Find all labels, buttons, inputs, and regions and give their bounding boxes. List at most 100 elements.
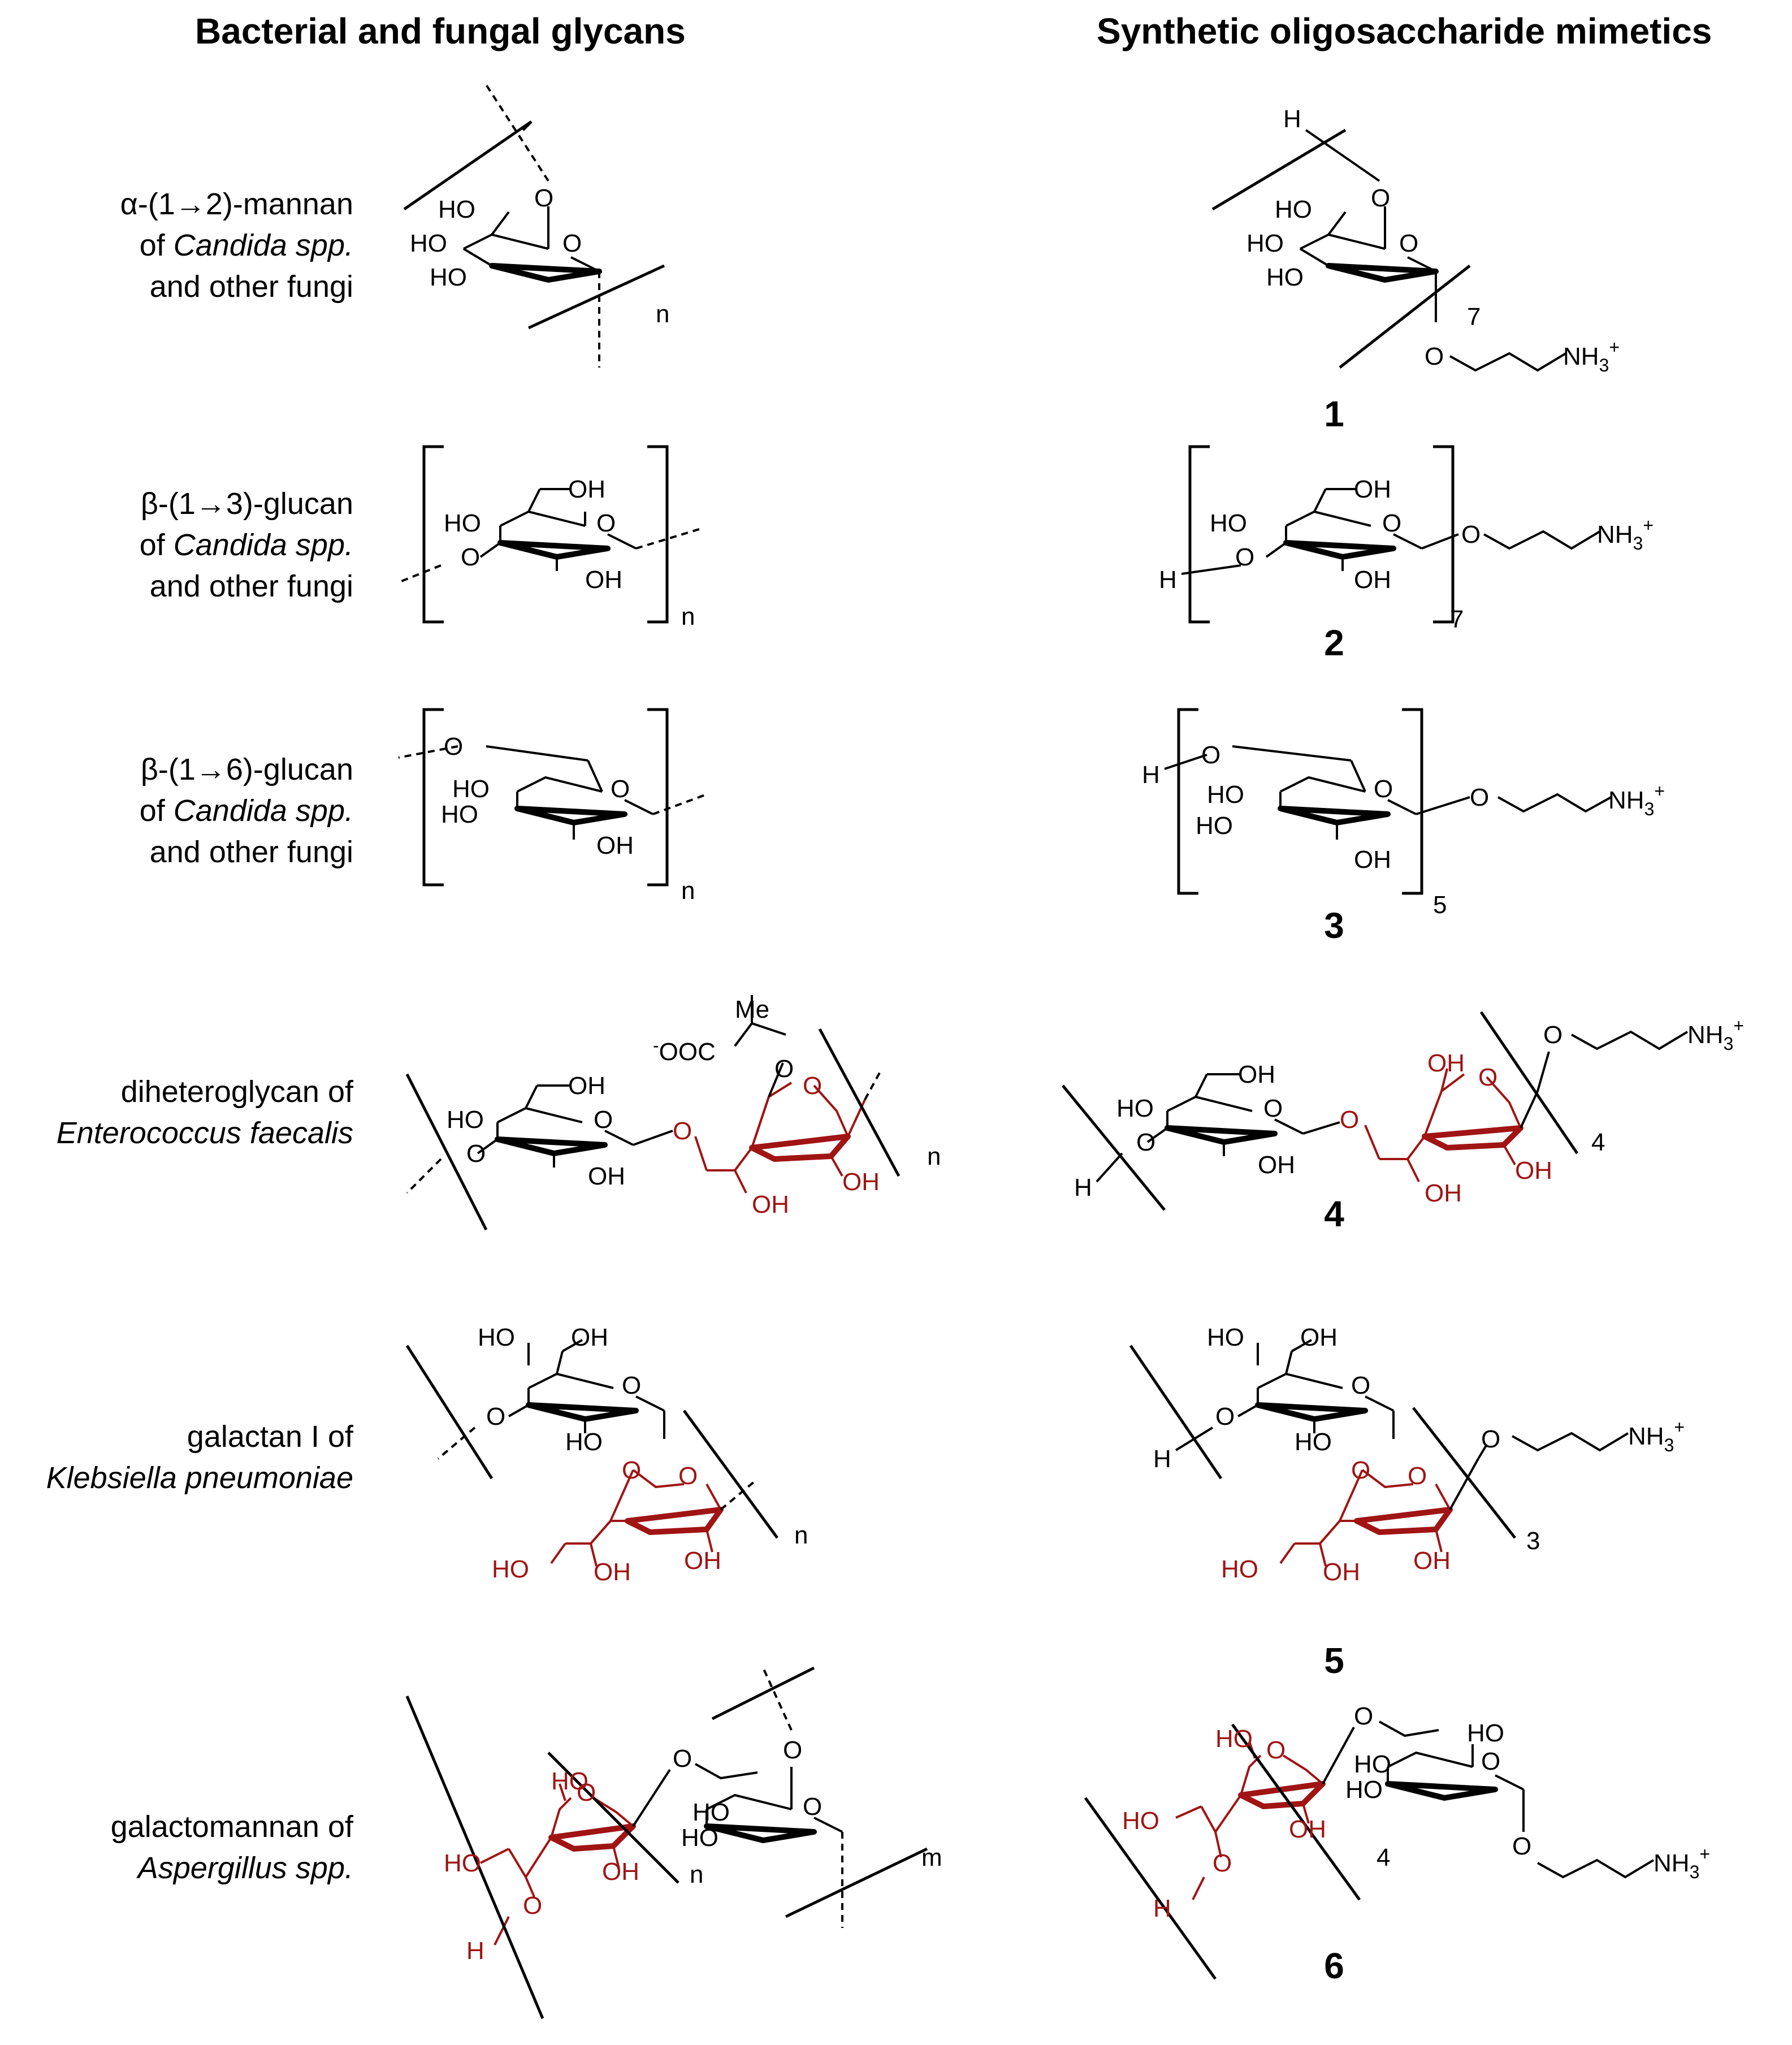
atom-label: HO bbox=[452, 775, 490, 803]
atom-label: O bbox=[803, 1793, 822, 1821]
glycan-label-galactan: galactan I of Klebsiella pneumoniae bbox=[46, 1420, 353, 1495]
atom-label: HO bbox=[1467, 1719, 1504, 1747]
mannan-structure: O O HO HO HO n bbox=[403, 84, 669, 368]
b16-glucan-structure: O O HO HO OH n bbox=[398, 708, 707, 905]
atom-label: HO bbox=[430, 263, 467, 291]
repeat-label: n bbox=[690, 1861, 703, 1888]
atom-label: OH bbox=[568, 475, 605, 503]
atom-label: O bbox=[1266, 1736, 1285, 1764]
glycan-label-galactomannan: galactomannan of Aspergillus spp. bbox=[110, 1810, 353, 1885]
atom-label: O bbox=[461, 543, 480, 571]
amine-label: NH3+ bbox=[1628, 1417, 1685, 1455]
atom-label: O bbox=[673, 1117, 692, 1145]
compound-number-6: 6 bbox=[1324, 1945, 1344, 1986]
atom-label: HO bbox=[1207, 781, 1244, 809]
galactan-structure: HO OH O O HO O O HO OH OH n bbox=[405, 1324, 808, 1586]
atom-label: O bbox=[1263, 1095, 1283, 1122]
compound-2-structure: OH O HO O H OH O NH3+ 7 bbox=[1159, 445, 1654, 633]
atom-label: O bbox=[596, 509, 616, 537]
amine-label: NH3+ bbox=[1597, 515, 1654, 554]
atom-label: OH bbox=[842, 1168, 880, 1196]
atom-label: O bbox=[622, 1456, 641, 1484]
atom-label: O bbox=[466, 1140, 486, 1168]
atom-label: O bbox=[803, 1072, 822, 1100]
galactomannan-structure: HO HO O O H OH O O O HO HO n m bbox=[405, 1666, 942, 2019]
amine-label: NH3+ bbox=[1654, 1844, 1710, 1882]
atom-label: HO bbox=[681, 1824, 718, 1852]
atom-label: OH bbox=[602, 1858, 639, 1886]
atom-label: OH bbox=[1354, 475, 1391, 503]
repeat-label: 7 bbox=[1450, 606, 1464, 633]
atom-label: OH bbox=[1515, 1157, 1552, 1184]
atom-label: OH bbox=[1427, 1049, 1465, 1077]
compound-5-structure: HO OH O O H HO O O HO OH OH O NH3+ 3 bbox=[1129, 1324, 1685, 1586]
atom-label: O bbox=[1425, 343, 1444, 370]
atom-label: O bbox=[1351, 1456, 1370, 1484]
left-column-title: Bacterial and fungal glycans bbox=[195, 11, 686, 51]
atom-label: HO bbox=[441, 801, 478, 828]
atom-label: OH bbox=[594, 1558, 631, 1586]
atom-label: OH bbox=[1289, 1815, 1326, 1843]
compound-1-structure: H O O O HO HO HO NH3+ 7 bbox=[1211, 105, 1620, 375]
compound-number-3: 3 bbox=[1324, 905, 1344, 946]
atom-label: O bbox=[1351, 1372, 1370, 1399]
atom-label: OH bbox=[585, 566, 622, 594]
compound-6-structure: HO HO O O H OH O HO O HO HO O NH3+ 4 bbox=[1084, 1702, 1710, 1980]
atom-label: OH bbox=[684, 1547, 721, 1575]
atom-label: O bbox=[1136, 1129, 1155, 1156]
compound-number-5: 5 bbox=[1324, 1640, 1344, 1681]
atom-label: OH bbox=[1323, 1558, 1360, 1586]
atom-label: OH bbox=[1300, 1324, 1337, 1351]
atom-label: HO bbox=[1295, 1428, 1332, 1456]
atom-label: O bbox=[678, 1462, 698, 1490]
atom-label: O bbox=[611, 775, 630, 803]
atom-label: O bbox=[534, 184, 553, 212]
atom-label: HO bbox=[565, 1428, 603, 1456]
atom-label: OH bbox=[571, 1324, 608, 1351]
atom-label: HO bbox=[478, 1324, 515, 1351]
atom-label: O bbox=[1543, 1021, 1562, 1049]
atom-label: OH bbox=[1425, 1179, 1462, 1207]
atom-label: O bbox=[523, 1892, 542, 1919]
repeat-label: 5 bbox=[1433, 891, 1447, 919]
atom-label: OH bbox=[596, 832, 634, 859]
atom-label: O bbox=[1481, 1425, 1500, 1453]
repeat-label: 4 bbox=[1591, 1129, 1605, 1156]
atom-label: O bbox=[1340, 1106, 1359, 1134]
carboxylate-label: -OOC bbox=[653, 1035, 716, 1066]
atom-label: O bbox=[444, 733, 463, 760]
atom-label: HO bbox=[1210, 509, 1247, 537]
compound-3-structure: H O O HO HO OH O NH3+ 5 bbox=[1142, 708, 1665, 919]
atom-label: O bbox=[577, 1779, 596, 1806]
atom-label: HO bbox=[492, 1555, 529, 1583]
atom-label: OH bbox=[752, 1191, 789, 1218]
atom-label: HO bbox=[1246, 230, 1284, 257]
atom-label: H bbox=[1283, 105, 1301, 133]
repeat-label: n bbox=[681, 603, 695, 630]
atom-label: HO bbox=[1196, 812, 1233, 840]
atom-label: OH bbox=[1258, 1151, 1295, 1179]
glycan-label-mannan: α-(1→2)-mannan of Candida spp. and other… bbox=[120, 187, 353, 304]
repeat-label: 3 bbox=[1526, 1527, 1540, 1555]
atom-label: O bbox=[1354, 1702, 1373, 1730]
repeat-label: 7 bbox=[1467, 303, 1481, 331]
atom-label: O bbox=[1382, 509, 1401, 537]
repeat-label: n bbox=[927, 1143, 941, 1170]
atom-label: H bbox=[1074, 1174, 1092, 1201]
compound-4-structure: OH O HO O H OH O OH O OH OH O NH3+ 4 bbox=[1062, 1011, 1744, 1211]
atom-label: HO bbox=[447, 1106, 484, 1134]
atom-label: O bbox=[594, 1106, 613, 1134]
atom-label: OH bbox=[1238, 1061, 1275, 1088]
atom-label: HO bbox=[1266, 263, 1304, 291]
atom-label: HO bbox=[1207, 1324, 1244, 1351]
atom-label: HO bbox=[692, 1798, 730, 1826]
amine-label: NH3+ bbox=[1687, 1015, 1744, 1054]
atom-label: O bbox=[1470, 784, 1489, 811]
atom-label: O bbox=[1478, 1063, 1497, 1091]
atom-label: HO bbox=[1354, 1750, 1391, 1778]
glycan-label-b16-glucan: β-(1→6)-glucan of Candida spp. and other… bbox=[139, 753, 353, 869]
atom-label: O bbox=[1201, 741, 1220, 769]
repeat-label: n bbox=[656, 300, 669, 328]
atom-label: HO bbox=[1221, 1555, 1258, 1583]
